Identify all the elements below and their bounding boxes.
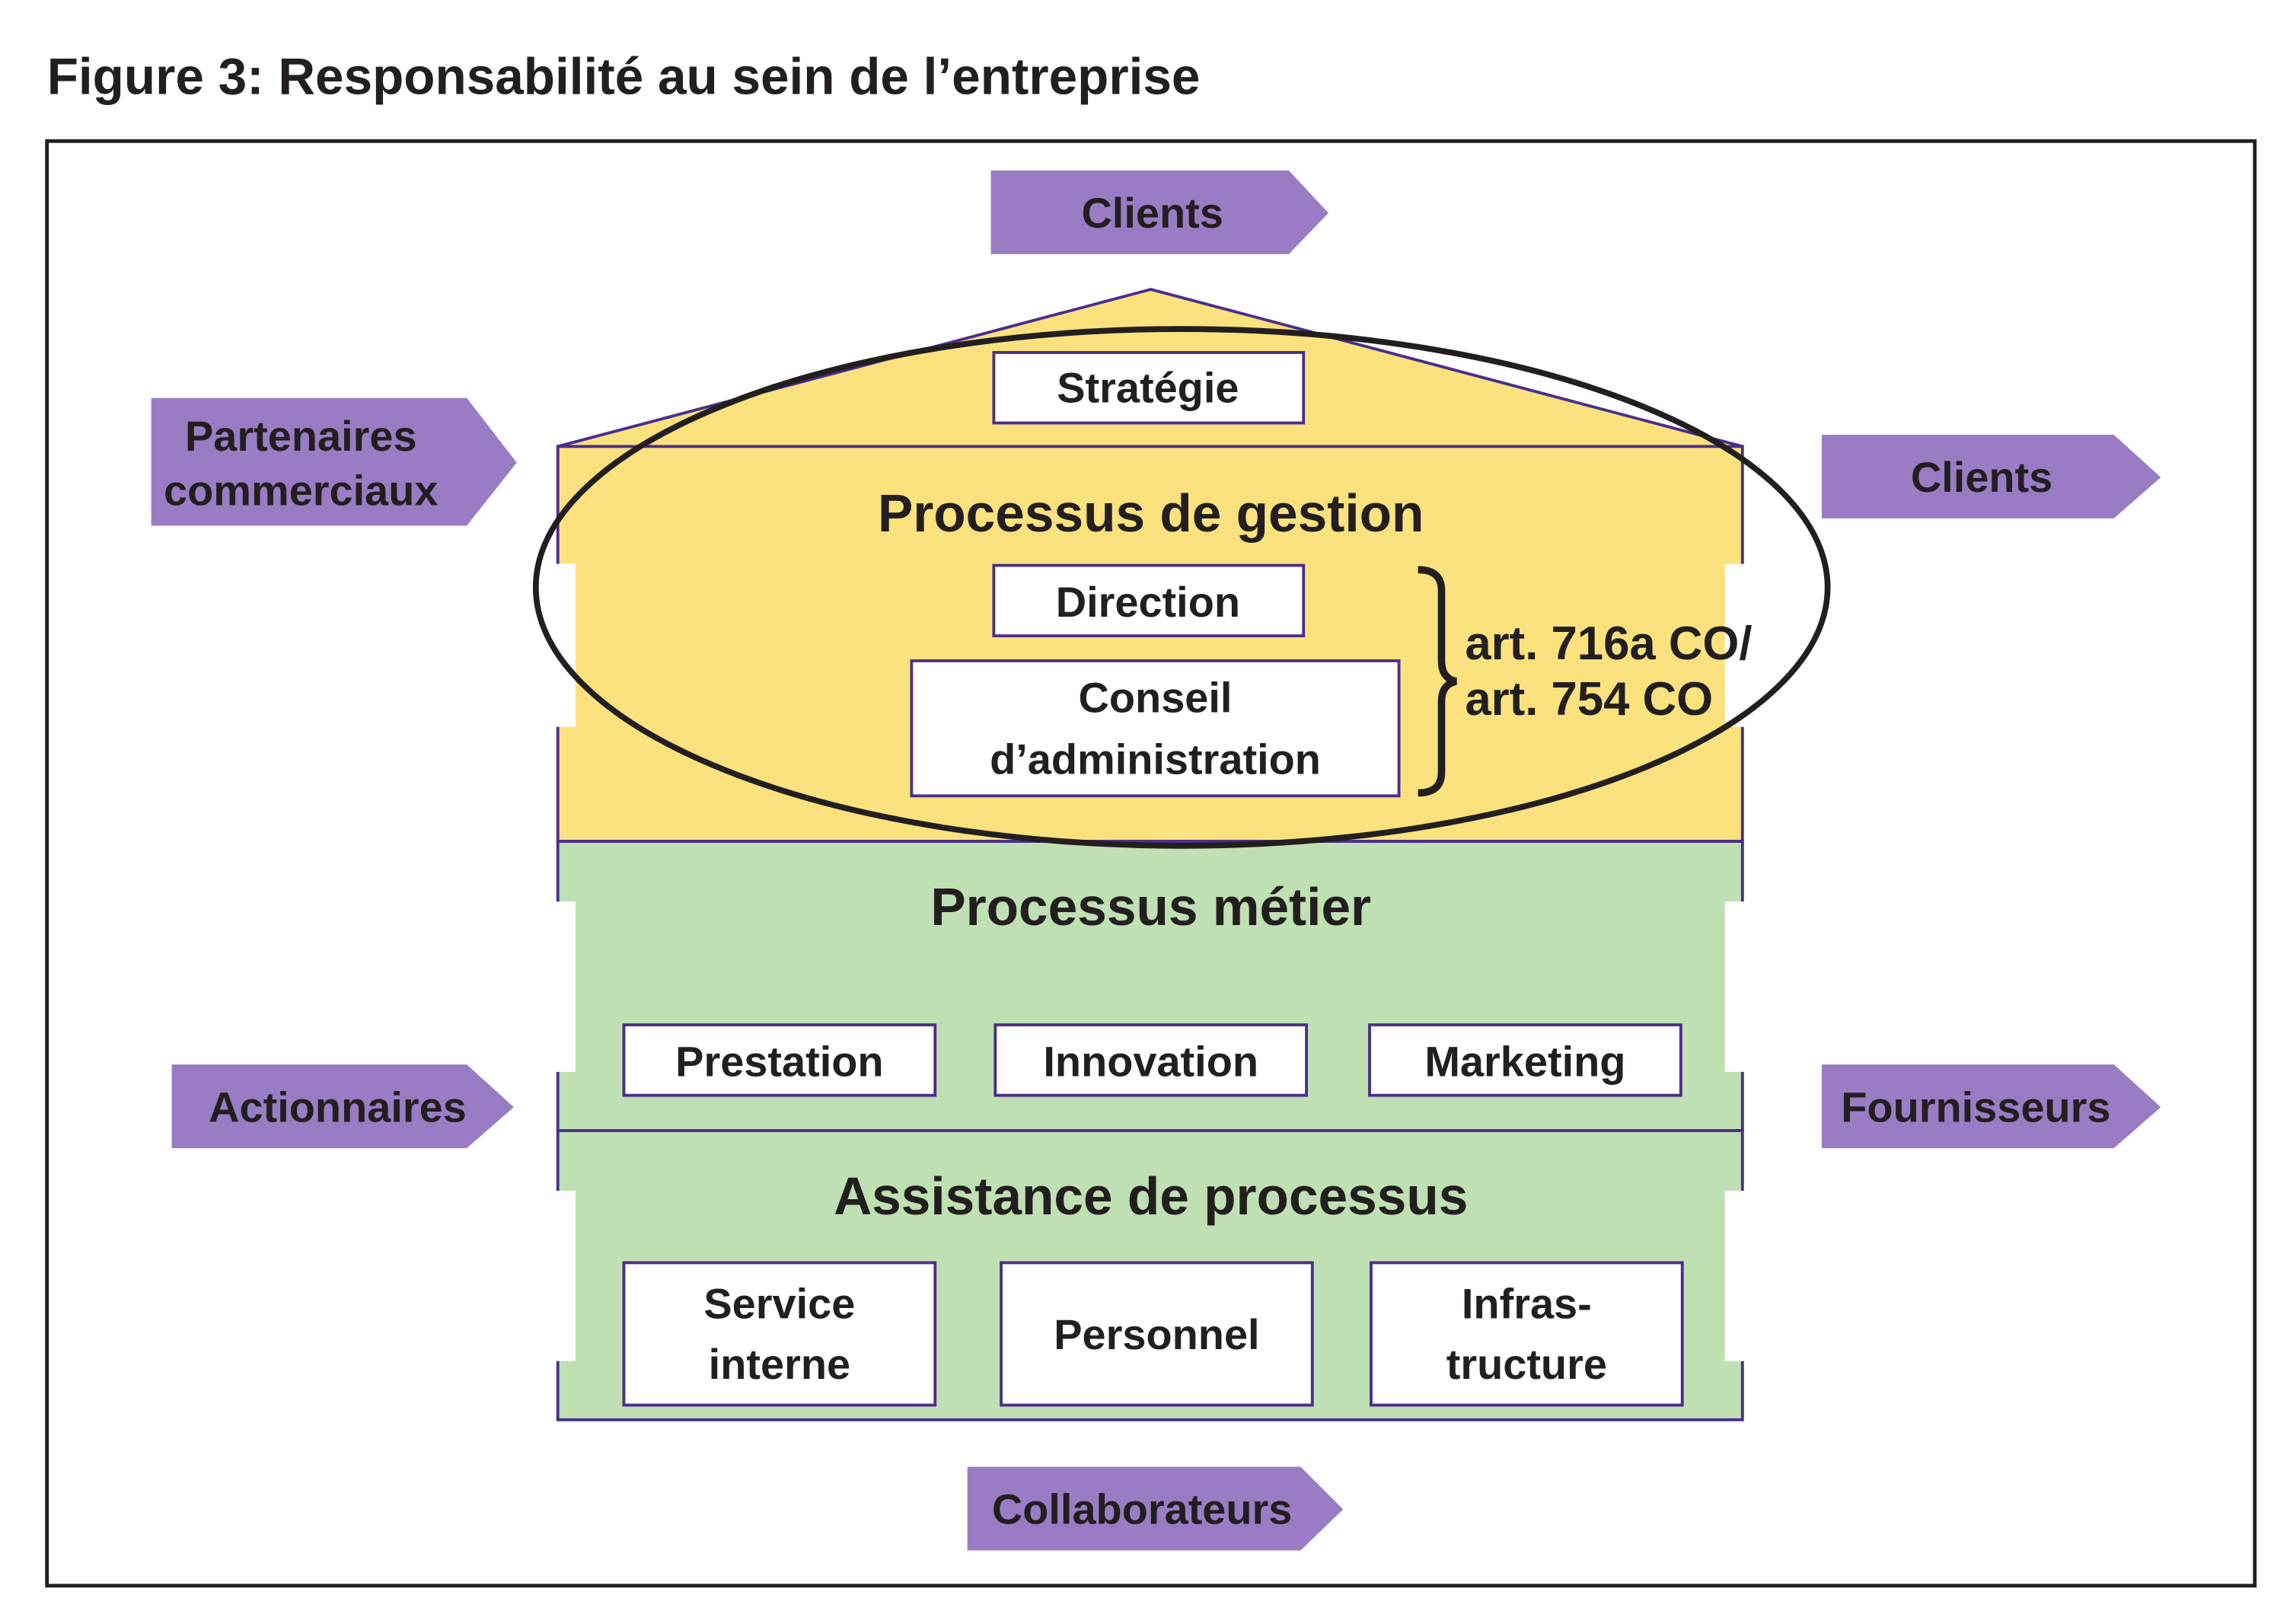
arrow-actionnaires: Actionnaires bbox=[171, 1064, 514, 1149]
frame bbox=[45, 139, 2257, 1588]
arrow-label: Clients bbox=[1081, 189, 1223, 237]
box-service-interne: Service interne bbox=[622, 1261, 937, 1407]
box-label: tructure bbox=[1446, 1340, 1607, 1388]
business-title: Processus métier bbox=[930, 877, 1371, 936]
arrow-label: Clients bbox=[1911, 453, 2052, 501]
box-label: interne bbox=[709, 1340, 850, 1388]
arrow-clients-right: Clients bbox=[1821, 434, 2161, 518]
management-title: Processus de gestion bbox=[878, 483, 1424, 543]
box-label: Infras- bbox=[1462, 1280, 1592, 1328]
arrow-partenaires: Partenaires commerciaux bbox=[151, 397, 517, 526]
box-prestation: Prestation bbox=[622, 1023, 937, 1097]
box-label: Service bbox=[703, 1280, 855, 1328]
box-marketing: Marketing bbox=[1368, 1023, 1682, 1097]
box-label: Personnel bbox=[1054, 1310, 1259, 1358]
box-personnel: Personnel bbox=[1000, 1261, 1314, 1407]
arrow-label: Collaborateurs bbox=[992, 1485, 1293, 1533]
box-innovation: Innovation bbox=[994, 1023, 1309, 1097]
arrow-fournisseurs: Fournisseurs bbox=[1821, 1064, 2161, 1149]
arrow-collaborateurs: Collaborateurs bbox=[967, 1466, 1344, 1551]
arrow-label: Actionnaires bbox=[209, 1083, 467, 1131]
box-label: d’administration bbox=[990, 735, 1321, 783]
support-title: Assistance de processus bbox=[834, 1166, 1468, 1226]
arrow-label: commerciaux bbox=[164, 467, 438, 515]
responsibility-ellipse bbox=[532, 326, 1831, 849]
arrow-label: Fournisseurs bbox=[1841, 1083, 2110, 1131]
box-direction: Direction bbox=[992, 563, 1306, 638]
legal-ref: art. 754 CO bbox=[1465, 673, 1713, 726]
legal-ref: art. 716a CO/ bbox=[1465, 617, 1752, 670]
box-strategie: Stratégie bbox=[992, 351, 1306, 425]
box-conseil: Conseil d’administration bbox=[910, 659, 1401, 798]
box-infrastructure: Infras- tructure bbox=[1370, 1261, 1684, 1407]
box-label: Stratégie bbox=[1057, 364, 1239, 412]
arrow-label: Partenaires bbox=[185, 412, 417, 460]
brace-icon bbox=[1418, 566, 1458, 797]
box-label: Conseil bbox=[1079, 673, 1233, 721]
box-label: Direction bbox=[1056, 578, 1240, 626]
figure-title: Figure 3: Responsabilité au sein de l’en… bbox=[47, 49, 1201, 106]
wall-openings bbox=[554, 563, 1746, 1361]
box-label: Marketing bbox=[1424, 1038, 1625, 1086]
box-label: Prestation bbox=[675, 1038, 883, 1086]
box-label: Innovation bbox=[1043, 1038, 1258, 1086]
arrow-clients-top: Clients bbox=[990, 170, 1329, 254]
